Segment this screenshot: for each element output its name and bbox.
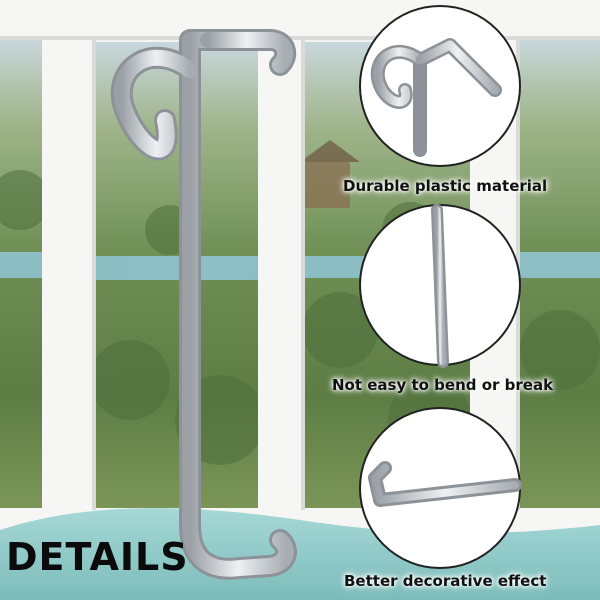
feature-caption-decorative: Better decorative effect: [344, 572, 547, 590]
hook-product: [110, 29, 297, 580]
hook-head-closeup-icon: [359, 5, 521, 167]
details-headline: DETAILS: [6, 535, 189, 579]
hook-shaft-closeup-icon: [359, 204, 521, 368]
feature-caption-strength: Not easy to bend or break: [332, 376, 554, 394]
hook-foot-closeup-icon: [359, 407, 522, 569]
feature-caption-durable: Durable plastic material: [343, 177, 548, 195]
wave-banner: [0, 508, 600, 600]
garden-shed: [300, 140, 360, 208]
